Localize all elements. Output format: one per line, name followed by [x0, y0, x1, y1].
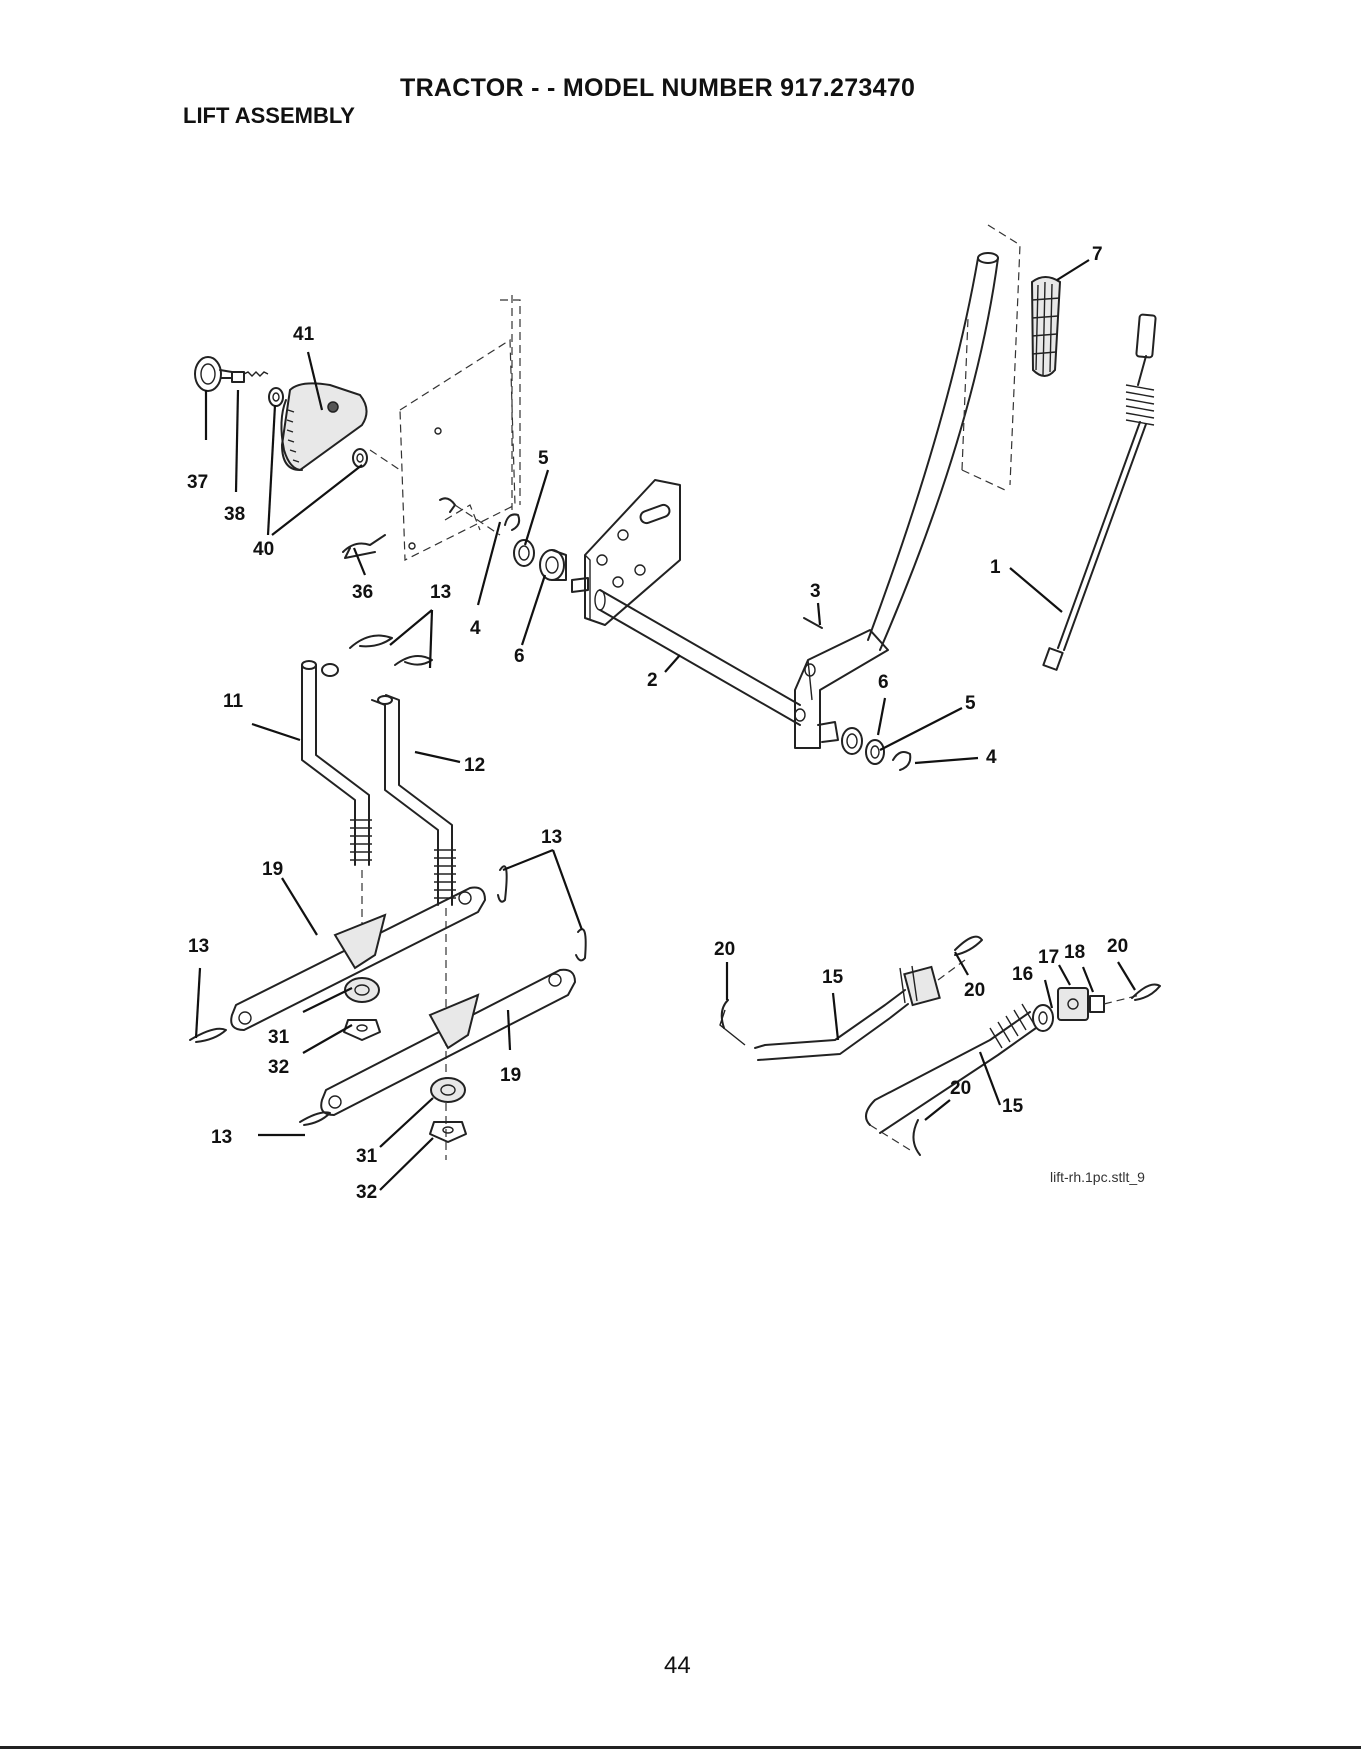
adjuster-rod-15-lower [866, 1004, 1036, 1150]
callout-2: 2 [647, 670, 658, 691]
hairpin-clips-right [498, 866, 586, 960]
callout-13-left: 13 [188, 936, 209, 957]
callout-1: 1 [990, 557, 1001, 578]
callout-32-upper: 32 [268, 1057, 289, 1078]
callout-13-bottom: 13 [211, 1127, 232, 1148]
callout-4-left: 4 [470, 618, 481, 639]
callout-20-bottom: 20 [950, 1078, 971, 1099]
callout-5-right: 5 [965, 693, 976, 714]
lift-bracket [572, 480, 680, 625]
callout-6-right: 6 [878, 672, 889, 693]
cross-shaft [595, 590, 800, 725]
clip-36 [343, 535, 385, 558]
callout-31-lower: 31 [356, 1146, 378, 1167]
bottom-rule [0, 1746, 1361, 1749]
callout-6-left: 6 [514, 646, 525, 667]
knob-assembly [195, 357, 367, 470]
callout-37: 37 [187, 472, 208, 493]
lift-link-11 [302, 661, 372, 865]
lift-link-12 [372, 695, 456, 905]
callout-41: 41 [293, 324, 315, 345]
callout-31-upper: 31 [268, 1027, 290, 1048]
callout-7: 7 [1092, 244, 1103, 265]
drawing-file-label: lift-rh.1pc.stlt_9 [1050, 1169, 1145, 1185]
callout-11: 11 [223, 691, 244, 712]
spring-rod-1 [1043, 314, 1155, 669]
callout-19-lower: 19 [500, 1065, 521, 1086]
callout-15-upper: 15 [822, 967, 844, 988]
washer-nut-31-32-upper [344, 978, 380, 1040]
lift-handle [795, 225, 1020, 748]
hairpin-clips-left [190, 1029, 330, 1125]
callout-3: 3 [810, 581, 821, 602]
callout-18: 18 [1064, 942, 1085, 963]
callout-20-right: 20 [1107, 936, 1128, 957]
callout-32-lower: 32 [356, 1182, 377, 1203]
washer-5-left [514, 540, 534, 566]
shaft-end-hardware [818, 722, 910, 770]
callout-20-mid: 20 [964, 980, 985, 1001]
callout-4-right: 4 [986, 747, 997, 768]
handle-grip-7 [1032, 277, 1060, 376]
callout-12: 12 [464, 755, 485, 776]
clip-4-left [505, 514, 519, 530]
callout-16: 16 [1012, 964, 1033, 985]
hairpin-clips-top [350, 636, 432, 665]
mounting-plate-outline [370, 295, 520, 560]
page-number: 44 [664, 1652, 691, 1680]
callout-13-top: 13 [430, 582, 451, 603]
callout-5-left: 5 [538, 448, 549, 469]
washer-nut-31-32-lower [430, 1078, 466, 1142]
callout-17: 17 [1038, 947, 1059, 968]
callout-13-right: 13 [541, 827, 562, 848]
callout-40: 40 [253, 539, 274, 560]
callout-19-upper: 19 [262, 859, 283, 880]
callout-36: 36 [352, 582, 373, 603]
hairpins-20 [722, 937, 1160, 1155]
callout-20-left: 20 [714, 939, 735, 960]
callout-38: 38 [224, 504, 245, 525]
callout-15-lower: 15 [1002, 1096, 1024, 1117]
